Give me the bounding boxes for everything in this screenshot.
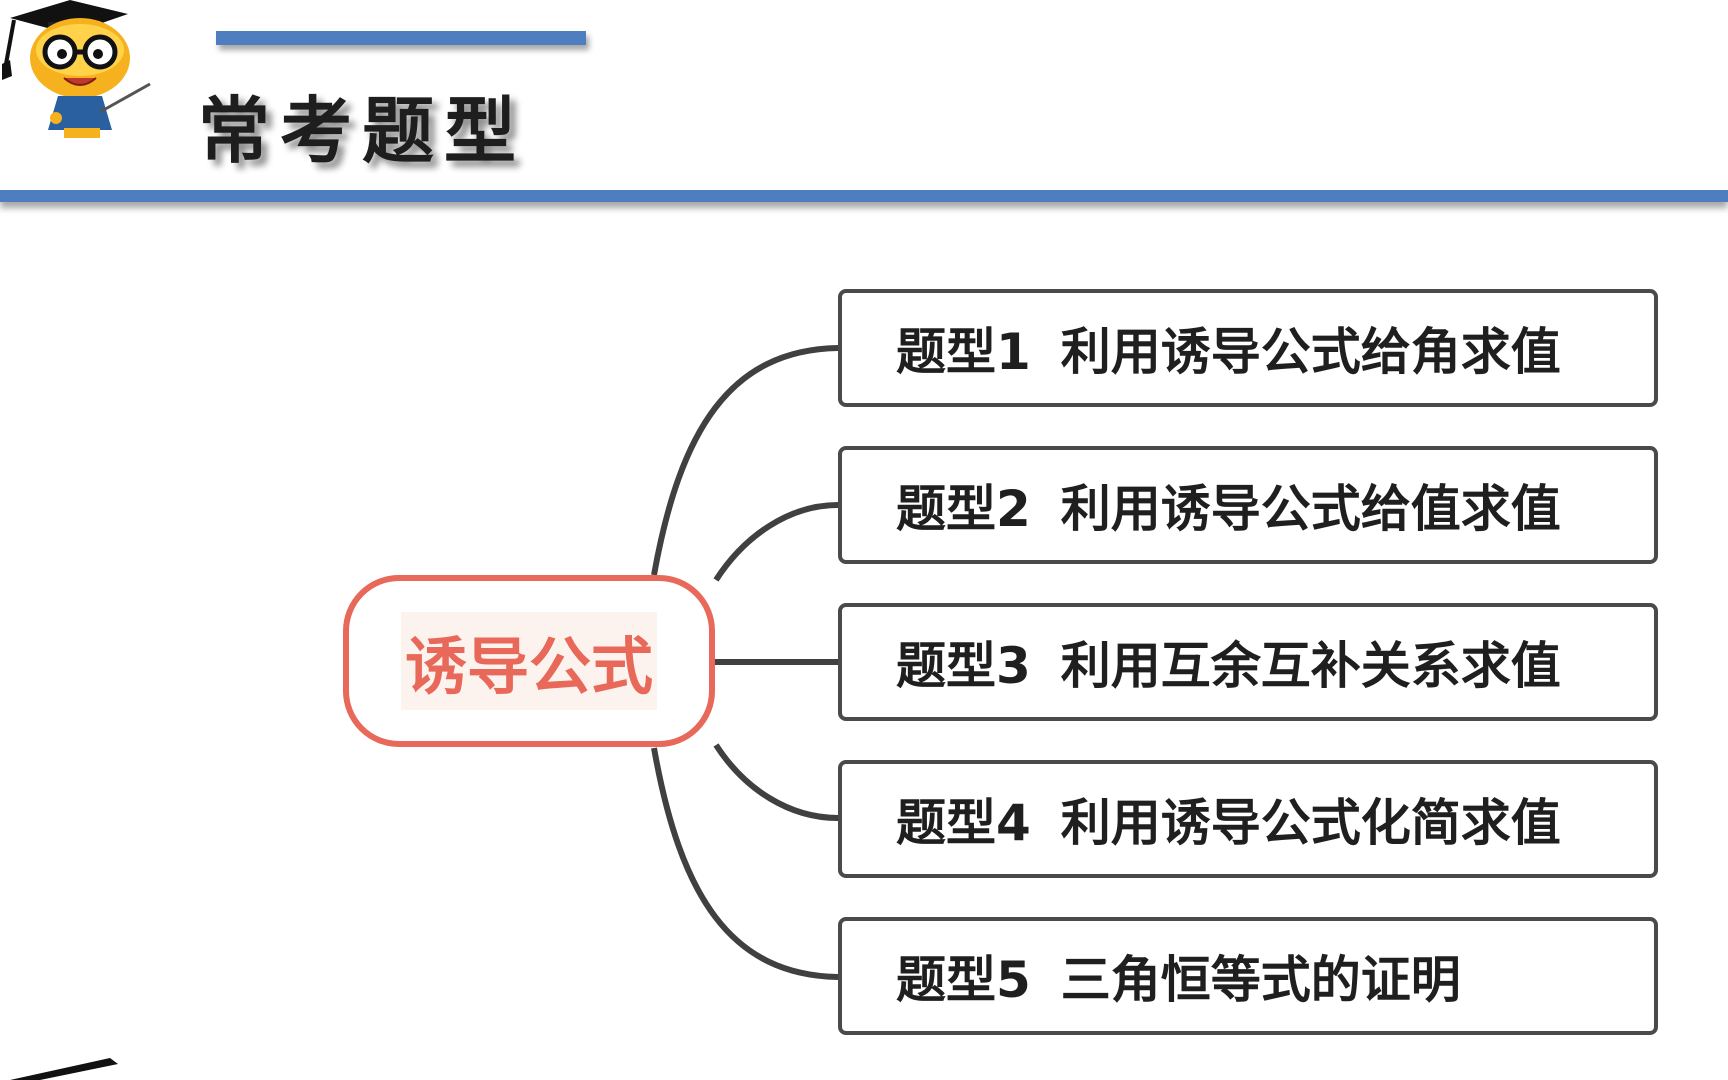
mindmap-branch-1: 题型1 利用诱导公式给角求值 [838,289,1658,407]
branch-tag: 题型1 [896,323,1031,381]
page-title: 常考题型 [198,88,527,173]
mindmap-root-node: 诱导公式 [343,575,715,747]
mindmap-root-label: 诱导公式 [400,612,657,710]
connector-branch-2 [713,502,839,582]
branch-text: 利用互余互补关系求值 [1060,637,1561,695]
branch-text: 利用诱导公式给角求值 [1060,323,1561,381]
branch-tag: 题型3 [896,637,1031,695]
branch-text: 三角恒等式的证明 [1060,951,1461,1009]
mindmap-branch-5: 题型5 三角恒等式的证明 [838,917,1658,1035]
header-divider [0,190,1728,202]
header-accent-bar [216,31,586,45]
mindmap-branch-3: 题型3 利用互余互补关系求值 [838,603,1658,721]
connector-branch-1 [651,345,839,576]
branch-tag: 题型4 [896,794,1031,852]
connector-branch-4 [713,743,839,821]
branch-text: 利用诱导公式化简求值 [1060,794,1561,852]
branch-text: 利用诱导公式给值求值 [1060,480,1561,538]
graduate-mascot-icon [2,0,151,138]
branch-tag: 题型2 [896,480,1031,538]
connector-branch-5 [651,747,839,980]
branch-tag: 题型5 [896,951,1031,1009]
mindmap-branch-2: 题型2 利用诱导公式给值求值 [838,446,1658,564]
mortarboard-icon [10,1058,118,1080]
mindmap-branch-4: 题型4 利用诱导公式化简求值 [838,760,1658,878]
